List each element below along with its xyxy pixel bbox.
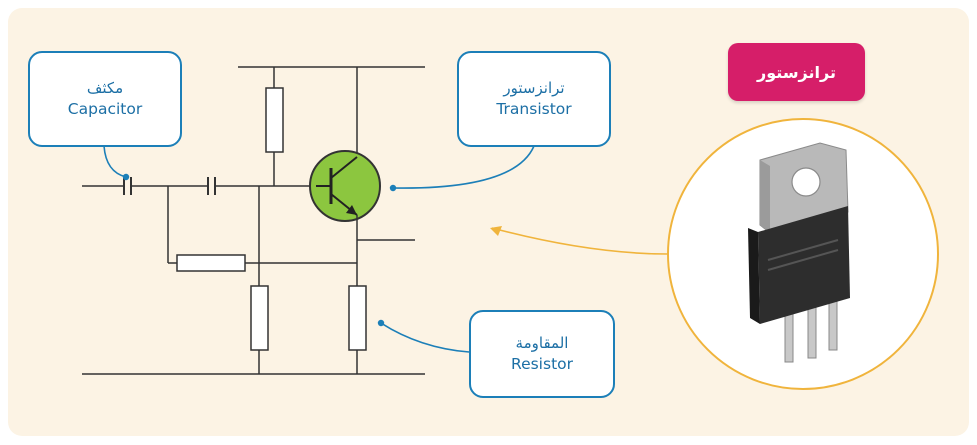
transistor-label-ar: ترانزستور [503, 79, 565, 98]
resistor-callout: المقاومة Resistor [469, 310, 615, 398]
capacitor-label-en: Capacitor [67, 99, 143, 118]
title-badge: ترانزستور [728, 43, 865, 101]
capacitor-2-symbol [207, 177, 216, 195]
resistor-bottom-right [348, 285, 367, 351]
transistor-symbol [309, 150, 381, 222]
capacitor-leader [103, 145, 127, 178]
resistor-top [265, 87, 284, 153]
transistor-leader [392, 145, 535, 189]
transistor-label-en: Transistor [496, 99, 572, 118]
capacitor-label-ar: مكثف [86, 79, 124, 98]
to220-transistor-illustration [748, 142, 850, 363]
resistor-label-en: Resistor [511, 354, 573, 373]
pointer-arrow [491, 227, 669, 255]
resistor-label-ar: المقاومة [515, 334, 569, 353]
capacitor-callout: مكثف Capacitor [28, 51, 182, 147]
resistor-horizontal [176, 254, 246, 272]
transistor-callout: ترانزستور Transistor [457, 51, 611, 147]
resistor-leader [380, 322, 470, 353]
resistor-bottom-left [250, 285, 269, 351]
